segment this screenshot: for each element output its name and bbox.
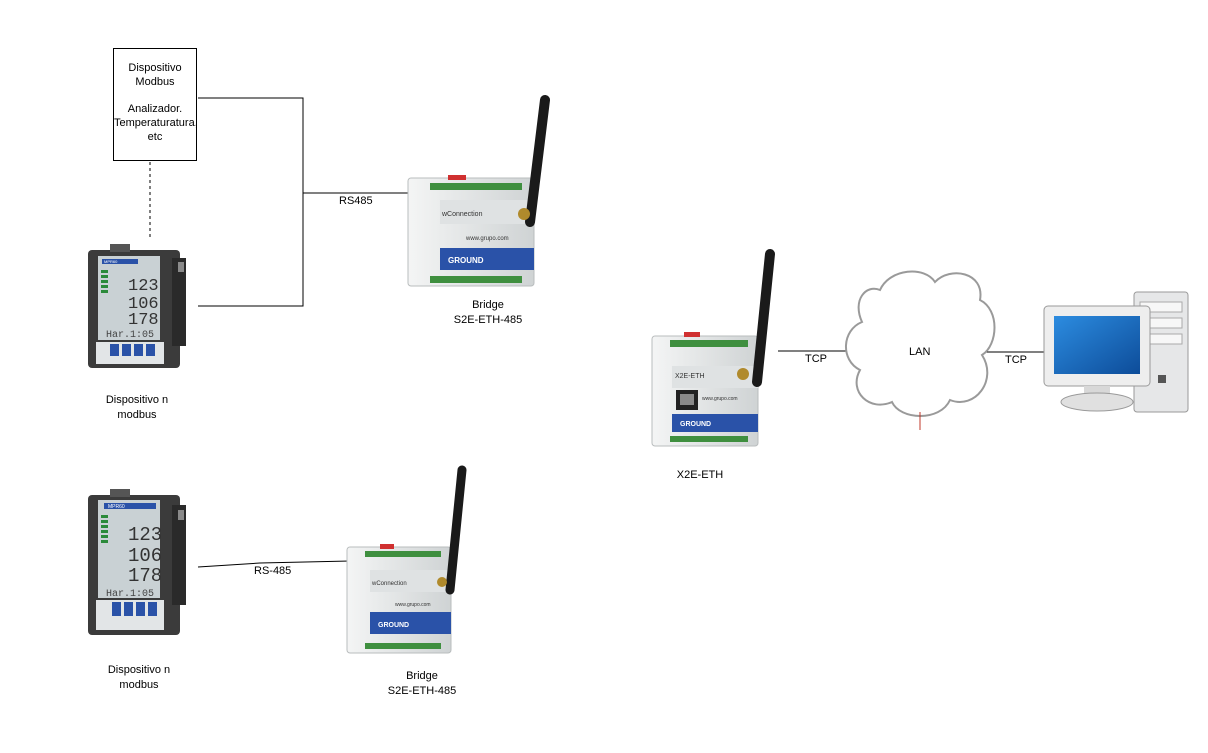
bridge-2-panel-label: wConnection <box>371 581 407 587</box>
bridge-2-label: Bridge S2E-ETH-485 <box>382 669 462 699</box>
gateway-panel-label: X2E-ETH <box>675 373 705 380</box>
meter-1-label-line2: modbus <box>117 409 157 421</box>
lan-label: LAN <box>909 346 931 358</box>
tcp-left-label: TCP <box>805 353 827 365</box>
bridge-1-panel-label: wConnection <box>441 211 483 218</box>
gateway-logo: GROUND <box>680 421 711 428</box>
lan-cloud <box>845 270 996 430</box>
connections <box>149 97 1044 568</box>
meter-2-footer: Har.1:05 <box>106 589 154 600</box>
meter-2-reading-1: 123 <box>128 524 162 546</box>
gateway-device: X2E-ETH www.grupo.com GROUND <box>651 249 775 447</box>
computer-icon <box>1043 291 1189 413</box>
meter-1-brand: MPR60 <box>104 259 118 264</box>
meter-2-bar-graph <box>101 515 108 543</box>
meter-2-reading-2: 106 <box>128 545 162 567</box>
modbus-box-line1: Dispositivo <box>128 62 182 74</box>
meter-2: 123 106 178 Har.1:05 MPR60 <box>88 489 186 635</box>
rs485-bus-line <box>198 97 304 307</box>
modbus-box-line2: Modbus <box>135 76 175 88</box>
gateway-url: www.grupo.com <box>702 396 738 402</box>
gateway-label: X2E-ETH <box>676 469 724 481</box>
meter-2-label-line1: Dispositivo n <box>107 664 171 676</box>
modbus-box-line4: Temperaturatura, <box>114 117 198 129</box>
bridge-1-url: www.grupo.com <box>465 236 509 242</box>
modbus-device-box: Dispositivo Modbus Analizador. Temperatu… <box>113 48 198 161</box>
bridge-1-logo: GROUND <box>448 256 484 265</box>
rs485-bottom-label: RS-485 <box>254 565 292 577</box>
meter-1-bar-graph <box>101 270 108 293</box>
meter-1-footer: Har.1:05 <box>106 330 154 341</box>
meter-1-label-line1: Dispositivo n <box>105 394 169 406</box>
meter-1-reading-2: 106 <box>128 295 159 314</box>
meter-1: 123 106 178 Har.1:05 MPR60 <box>88 244 186 368</box>
rs485-bridge2-line <box>197 560 351 568</box>
bridge-1-device: wConnection www.grupo.com GROUND <box>407 95 550 287</box>
bridge-1-label-line2: S2E-ETH-485 <box>453 314 523 326</box>
tcp-right-label: TCP <box>1005 354 1027 366</box>
meter-2-brand: MPR60 <box>108 504 125 510</box>
meter-1-reading-3: 178 <box>128 311 159 330</box>
bridge-2-label-line2: S2E-ETH-485 <box>387 685 457 697</box>
modbus-box-line3: Analizador. <box>127 103 183 115</box>
bridge-1-label-line1: Bridge <box>472 299 504 311</box>
meter-2-label: Dispositivo n modbus <box>98 663 180 693</box>
meter-1-label: Dispositivo n modbus <box>96 393 178 423</box>
meter-1-reading-1: 123 <box>128 277 159 296</box>
bridge-2-label-line1: Bridge <box>406 670 438 682</box>
meter-2-label-line2: modbus <box>119 679 159 691</box>
rs485-top-label: RS485 <box>339 195 373 207</box>
bridge-2-device: wConnection www.grupo.com GROUND <box>346 465 467 654</box>
bridge-1-label: Bridge S2E-ETH-485 <box>448 298 528 328</box>
bridge-2-url: www.grupo.com <box>395 602 431 608</box>
modbus-box-line5: etc <box>147 131 163 143</box>
meter-2-reading-3: 178 <box>128 565 162 587</box>
bridge-2-logo: GROUND <box>378 622 409 629</box>
